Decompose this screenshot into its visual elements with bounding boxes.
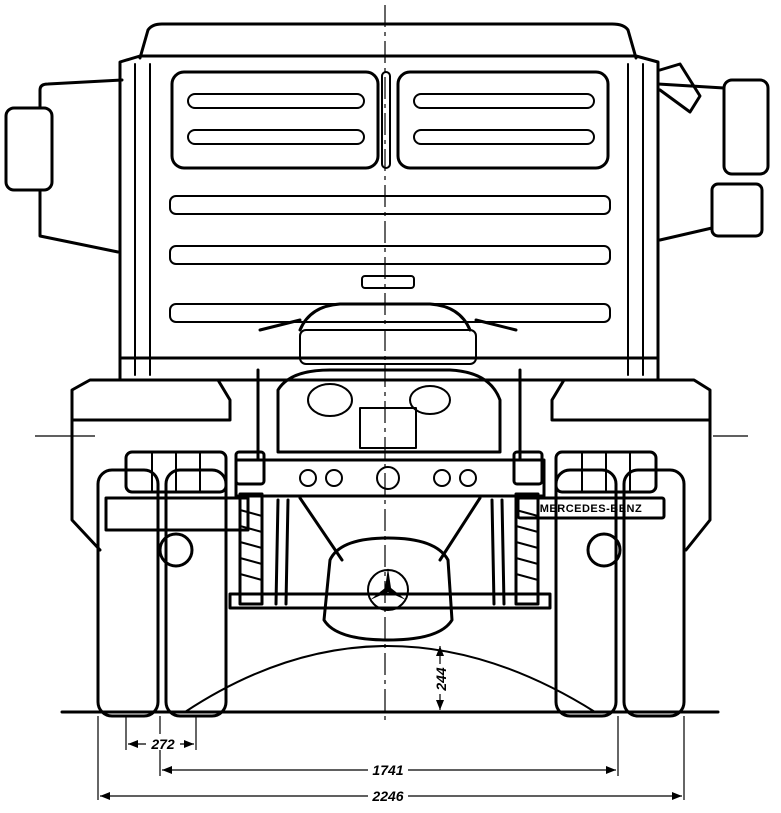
centre-lines bbox=[35, 5, 748, 720]
left-bumper-plate bbox=[104, 496, 250, 532]
brand-badge: MERCEDES-BENZ bbox=[516, 496, 666, 520]
rear-crossmember bbox=[234, 458, 546, 498]
left-vent-panel bbox=[170, 70, 380, 170]
right-vent-panel bbox=[396, 70, 610, 170]
left-mirror bbox=[4, 106, 54, 192]
dimension-labels: 272 1741 2246 244 bbox=[146, 664, 450, 804]
overall-width-label: 2246 bbox=[371, 788, 403, 804]
right-reflector bbox=[512, 450, 544, 486]
right-mirror-lower bbox=[710, 182, 764, 238]
cab bbox=[118, 22, 660, 382]
dimension-lines bbox=[97, 646, 685, 800]
tail-lights bbox=[124, 450, 658, 494]
tires bbox=[96, 468, 686, 718]
right-mirror-upper bbox=[722, 78, 770, 176]
rear-axle bbox=[228, 592, 552, 610]
fenders bbox=[70, 378, 712, 552]
mercedes-star-icon bbox=[367, 568, 409, 611]
left-reflector bbox=[234, 450, 266, 486]
left-inner-tire bbox=[164, 468, 228, 718]
ground bbox=[60, 645, 720, 714]
left-outer-tire bbox=[96, 468, 160, 718]
chassis bbox=[228, 302, 552, 642]
mirrors bbox=[4, 62, 770, 254]
tire-width-label: 272 bbox=[150, 736, 175, 752]
ground-clearance-label: 244 bbox=[433, 667, 449, 692]
right-inner-tire bbox=[554, 468, 618, 718]
brand-badge-text: MERCEDES-BENZ bbox=[540, 503, 642, 515]
track-width-label: 1741 bbox=[372, 762, 403, 778]
right-outer-tire bbox=[622, 468, 686, 718]
